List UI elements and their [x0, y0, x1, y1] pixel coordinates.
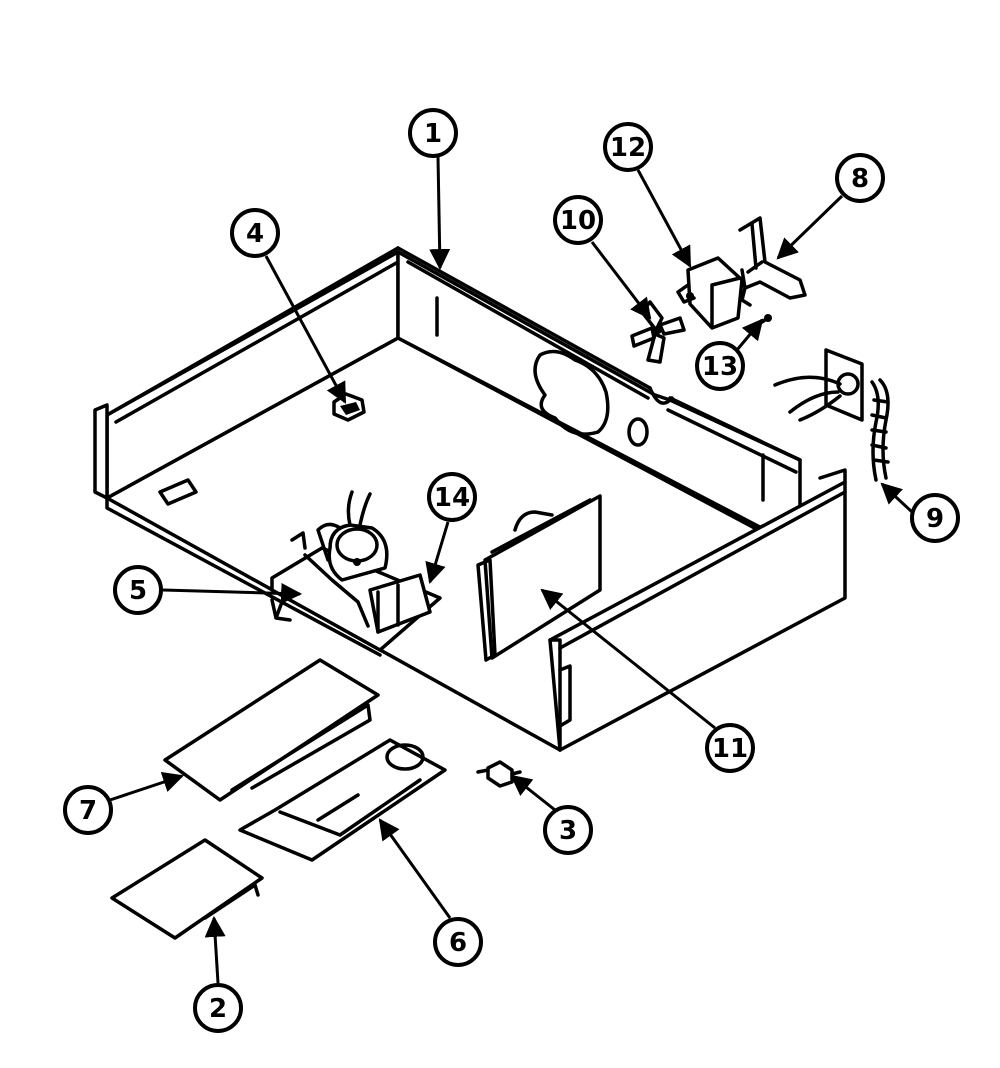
leader-line-2 [204, 915, 226, 984]
chassis-tray [93, 246, 847, 752]
control-board [476, 494, 602, 662]
callout-circle [408, 108, 458, 158]
power-cord [773, 348, 890, 482]
callout-circle [553, 195, 603, 245]
callout-14: 14 [427, 472, 477, 522]
callout-1: 1 [408, 108, 458, 158]
callout-13: 13 [695, 341, 745, 391]
leader-line-3 [510, 774, 556, 812]
leader-line-7 [109, 772, 184, 802]
leader-line-6 [378, 818, 452, 919]
callout-circle [433, 917, 483, 967]
callout-7: 7 [63, 785, 113, 835]
callout-2: 2 [193, 983, 243, 1033]
callout-5: 5 [113, 565, 163, 615]
callout-label: 10 [560, 206, 596, 236]
callout-label: 7 [79, 796, 97, 826]
callout-label: 5 [129, 576, 147, 606]
leader-line-8 [776, 194, 844, 260]
fan-blade [630, 300, 686, 364]
leader-line-1 [429, 156, 451, 271]
callout-label: 4 [246, 219, 264, 249]
callout-label: 11 [712, 734, 748, 764]
callout-4: 4 [230, 208, 280, 258]
callout-label: 14 [434, 483, 470, 513]
callout-label: 13 [702, 352, 738, 382]
callout-label: 3 [559, 816, 577, 846]
leader-line-13 [735, 318, 764, 351]
callout-circle [705, 723, 755, 773]
callout-3: 3 [543, 805, 593, 855]
callout-label: 8 [851, 164, 869, 194]
callout-circle [603, 122, 653, 172]
callout-circle [193, 983, 243, 1033]
leader-line-9 [880, 482, 914, 514]
leader-line-5 [162, 582, 303, 604]
bracket-plate [238, 738, 447, 862]
callout-label: 6 [449, 928, 467, 958]
callout-circle [835, 153, 885, 203]
fan-motor [676, 256, 744, 330]
callout-label: 1 [424, 119, 442, 149]
callout-circle [113, 565, 163, 615]
callout-label: 12 [610, 133, 646, 163]
cover-plate [163, 658, 380, 802]
leader-lines [109, 156, 914, 984]
thermostat-part [332, 392, 366, 422]
leader-line-10 [590, 241, 652, 320]
leader-line-14 [425, 521, 450, 585]
callout-circle [695, 341, 745, 391]
callout-circle [543, 805, 593, 855]
leader-line-11 [540, 588, 716, 730]
callout-circle [427, 472, 477, 522]
callout-12: 12 [603, 122, 653, 172]
callout-circle [63, 785, 113, 835]
callout-8: 8 [835, 153, 885, 203]
timer-assembly [270, 490, 442, 652]
callout-11: 11 [705, 723, 755, 773]
callout-label: 2 [209, 994, 227, 1024]
motor-bracket [738, 216, 807, 307]
leader-line-12 [636, 169, 692, 268]
lamp-socket [476, 760, 522, 788]
callout-10: 10 [553, 195, 603, 245]
small-plate [110, 838, 264, 940]
callout-9: 9 [910, 493, 960, 543]
callout-6: 6 [433, 917, 483, 967]
leader-line-4 [264, 255, 347, 404]
callout-circle [230, 208, 280, 258]
callout-label: 9 [926, 504, 944, 534]
callout-circle [910, 493, 960, 543]
